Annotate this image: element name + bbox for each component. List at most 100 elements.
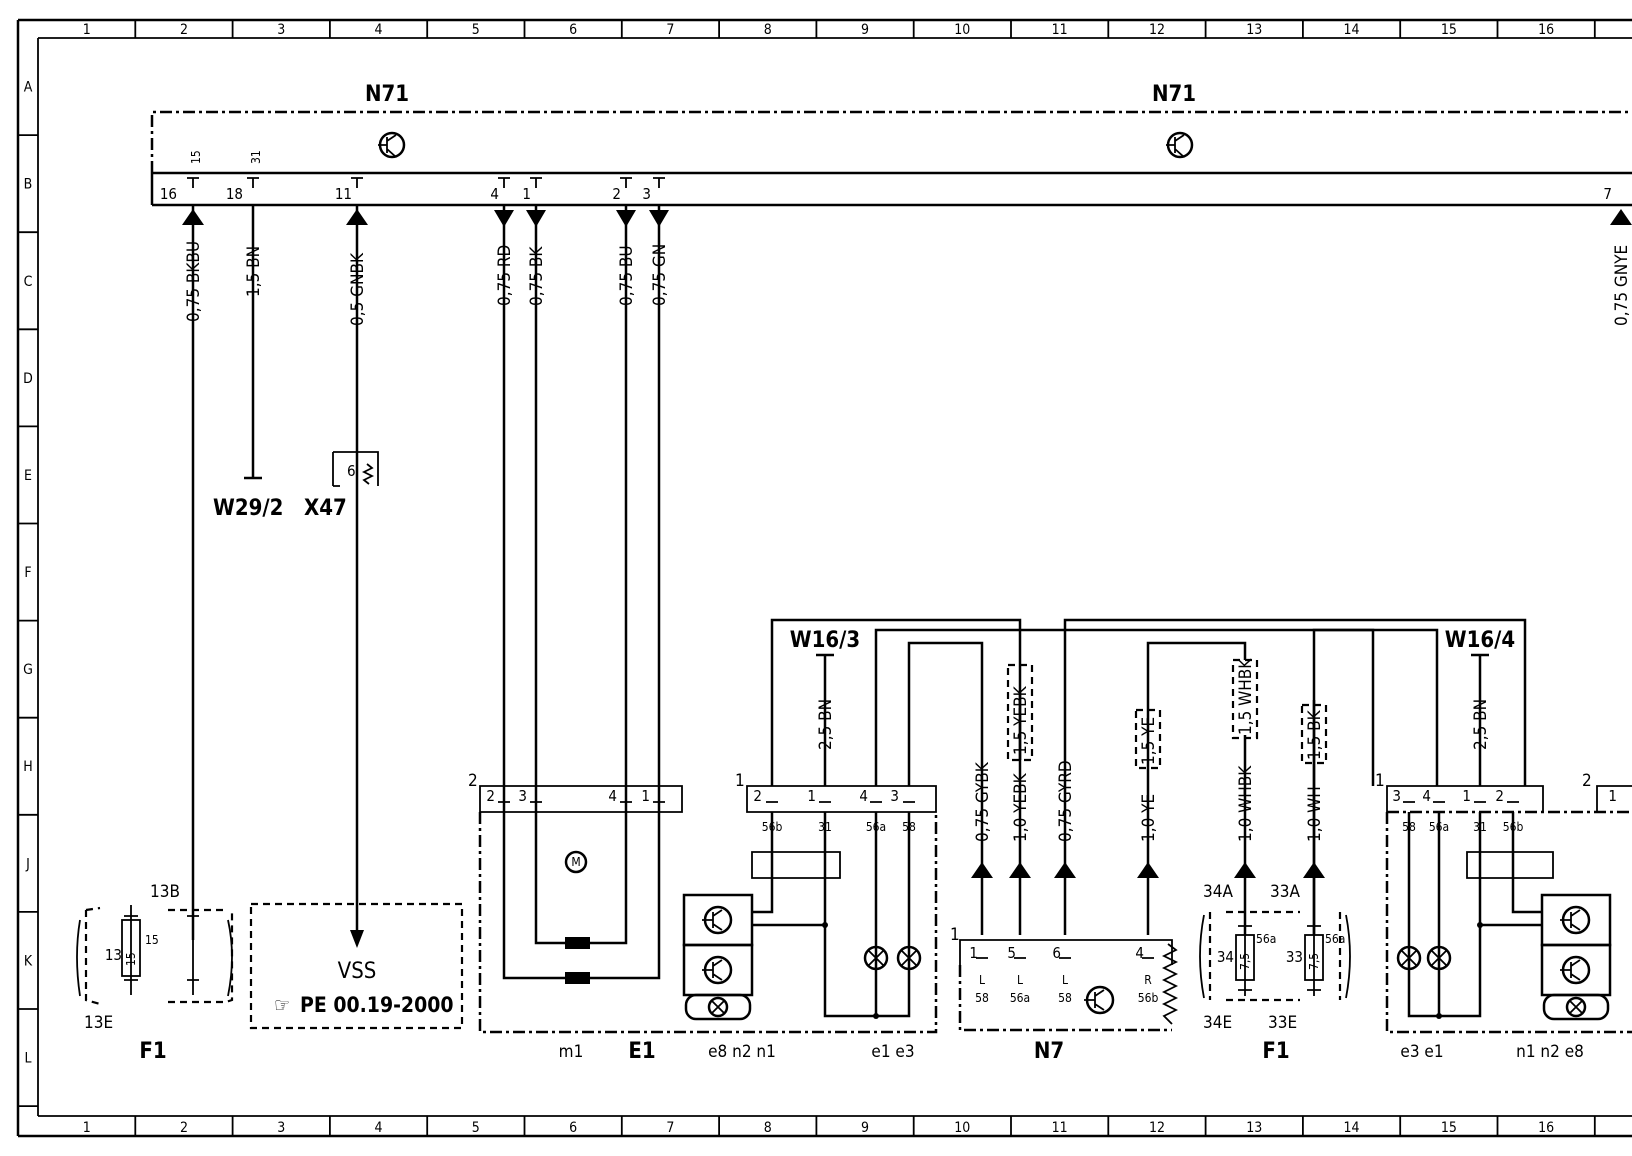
vss-box: VSS ☞ PE 00.19-2000 [249, 902, 464, 1030]
f1-right-bottom-left: 34E [1203, 1013, 1232, 1033]
f1-left-label: F1 [139, 1039, 166, 1064]
svg-text:M: M [571, 855, 580, 869]
pin-number: 4 [490, 185, 499, 203]
transistor-icon [1084, 985, 1115, 1015]
n71-wires: 0,75 BKBU 1,5 BN W29/2 0,5 GNBK 0,75 RD … [182, 205, 1632, 948]
e1-conn1-pin: 1 [807, 787, 816, 805]
right-label-n1n2e8: n1 n2 e8 [1516, 1042, 1584, 1062]
middle-wire-labels: 0,75 GYBK 1,5 YEBK 1,0 YEBK 0,75 GYRD 1,… [971, 658, 1328, 878]
right-conn2-pin: 1 [1608, 787, 1617, 805]
f1-right-num-right: 33 [1286, 948, 1303, 966]
grid-column-label: 8 [764, 1120, 772, 1136]
grid-column-label: 14 [1343, 1120, 1359, 1136]
f1-right-fuse-left: 7,5 [1238, 953, 1252, 970]
wire-whbk10-label: 1,0 WHBK [1236, 765, 1256, 842]
right-conn1-pin: 1 [1462, 787, 1471, 805]
right-conn1-pin: 4 [1422, 787, 1431, 805]
e1-conn2-pin: 4 [608, 787, 617, 805]
wire-gyrd-label: 0,75 GYRD [1056, 760, 1076, 842]
f1-right-fuse-box: 7,5 7,5 34 33 56a 56a 34A 33A 34E 33E F1 [1199, 882, 1351, 1064]
wire-rd-label: 0,75 RD [495, 245, 515, 306]
grid-column-label: 15 [1441, 1120, 1457, 1136]
lamp-icon [1396, 945, 1422, 971]
transistor-icon [1166, 131, 1194, 159]
e1-conn1-pin: 3 [890, 787, 899, 805]
f1-right-num-left: 34 [1217, 948, 1234, 966]
n7-pin: 4 [1135, 944, 1144, 962]
wire-bn-label: 1,5 BN [244, 246, 264, 297]
vss-title: VSS [338, 959, 377, 984]
wire-whbk15-label: 1,5 WHBK [1236, 658, 1256, 735]
f1-right-label: F1 [1262, 1039, 1289, 1064]
wire-gnye-label: 0,75 GNYE [1612, 245, 1632, 326]
grid-column-label: 12 [1149, 1120, 1165, 1136]
grid-row-label: K [24, 953, 33, 969]
right-conn1-pin: 3 [1392, 787, 1401, 805]
grid-row-label: B [24, 177, 33, 193]
f1-left-top: 13B [150, 882, 180, 902]
n7-term-top: L [979, 973, 985, 987]
n7-term-top: R [1144, 973, 1152, 987]
f1-left-fuse-rating: 15 [124, 952, 138, 966]
wire-bkbu-label: 0,75 BKBU [184, 241, 204, 322]
e1-conn2-pin: 2 [486, 787, 495, 805]
transistor-icon [1560, 905, 1591, 935]
n7-conn: 1 [950, 925, 960, 945]
grid-column-label: 4 [374, 1120, 382, 1136]
x47-label: X47 [304, 496, 347, 521]
f1-right-bottom-right: 33E [1268, 1013, 1297, 1033]
w16-4-label: W16/4 [1445, 628, 1515, 653]
grid-row-label: J [25, 856, 30, 872]
transistor-icon [1560, 955, 1591, 985]
n7-pin: 5 [1007, 944, 1016, 962]
wire-bk15-label: 1,5 BK [1305, 709, 1325, 760]
transistor-icon [378, 131, 406, 159]
n7-term-top: L [1017, 973, 1023, 987]
lamp-icon [896, 945, 922, 971]
right-label-e3e1: e3 e1 [1400, 1042, 1443, 1062]
grid-row-label: A [24, 80, 33, 96]
w16-4-ground: W16/4 2,5 BN [1445, 628, 1515, 786]
transistor-icon [702, 955, 733, 985]
e1-conn2-pin: 3 [518, 787, 527, 805]
grid-column-label: 7 [666, 1120, 674, 1136]
grid-column-label: 2 [180, 22, 188, 38]
grid-column-label: 12 [1149, 22, 1165, 38]
grid-column-label: 14 [1343, 22, 1359, 38]
e1-conn2-pin: 1 [641, 787, 650, 805]
w16-3-label: W16/3 [790, 628, 860, 653]
grid-column-label: 4 [374, 22, 382, 38]
pin-terminal: 15 [189, 150, 203, 164]
grid-row-label: H [23, 759, 32, 775]
motor-icon: M [564, 850, 588, 874]
wire-gnbk-label: 0,5 GNBK [348, 252, 368, 326]
wire-yebk15-label: 1,5 YEBK [1011, 685, 1031, 755]
right-unit: 1 3 4 1 2 2 1 58 56a 31 56b [1375, 771, 1632, 1062]
wire-ye10-label: 1,0 YE [1139, 794, 1159, 842]
grid-column-label: 9 [861, 1120, 869, 1136]
grid-column-label: 9 [861, 22, 869, 38]
f1-right-top-left: 34A [1203, 882, 1233, 902]
f1-left-bottom: 13E [84, 1013, 113, 1033]
grid-column-label: 1 [83, 1120, 91, 1136]
n7-unit: 1 1 5 6 4 L 58 L 56a L 58 R 56b N7 [950, 925, 1179, 1064]
grid-column-label: 16 [1538, 1120, 1554, 1136]
grid-column-label: 16 [1538, 22, 1554, 38]
e1-unit: 2 2 3 4 1 1 2 1 4 3 M 56b 31 56a 58 [468, 771, 938, 1064]
e1-conn1-pin: 4 [859, 787, 868, 805]
e1-conn1-pin: 2 [753, 787, 762, 805]
e1-label-e1e3: e1 e3 [871, 1042, 914, 1062]
grid-column-label: 10 [954, 1120, 970, 1136]
pin-number: 7 [1603, 185, 1612, 203]
grid-column-label: 6 [569, 22, 577, 38]
grid-column-label: 2 [180, 1120, 188, 1136]
pin-terminal: 31 [249, 150, 263, 164]
grid-column-label: 6 [569, 1120, 577, 1136]
lamp-icon [863, 945, 889, 971]
pin-number: 2 [612, 185, 621, 203]
grid-column-label: 11 [1052, 22, 1068, 38]
f1-right-term-right: 56a [1325, 932, 1345, 946]
pin-number: 1 [522, 185, 531, 203]
x47-connector: 6 X47 [304, 451, 379, 521]
